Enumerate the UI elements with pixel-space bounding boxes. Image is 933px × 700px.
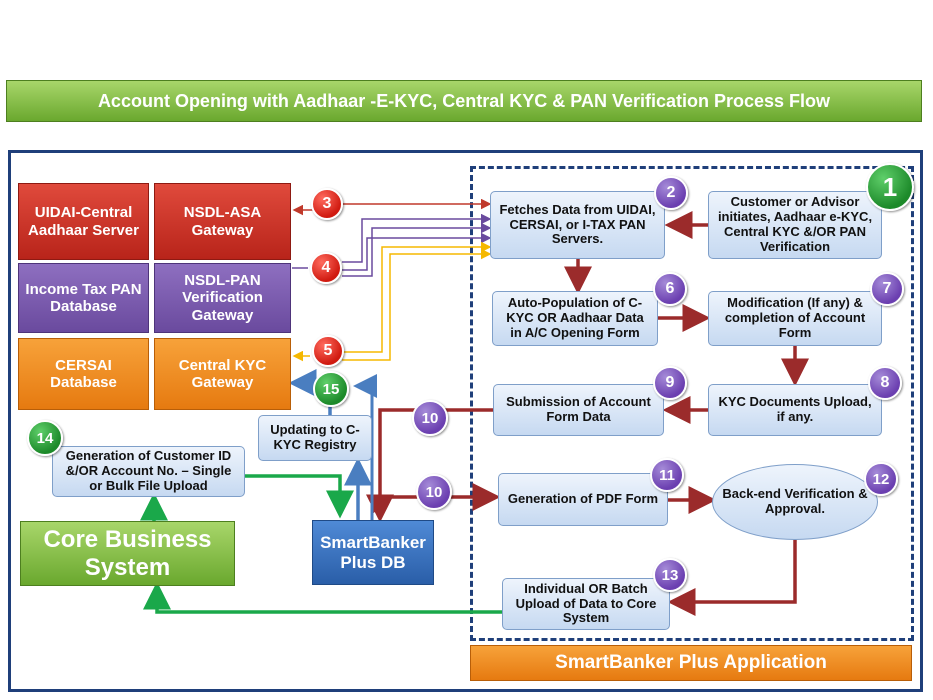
nsdl-asa-box: NSDL-ASA Gateway [154,183,291,260]
badge-step-13-number: 13 [661,566,679,584]
badge-step-7-number: 7 [882,280,892,297]
cersai-box: CERSAI Database [18,338,149,410]
badge-step-5: 5 [312,335,344,367]
badge-step-15-number: 15 [322,380,340,398]
badge-step-2: 2 [654,176,688,210]
badge-step-1-number: 1 [882,171,898,202]
badge-step-1: 1 [866,163,914,211]
arrow-db-to-pdf [370,483,501,514]
page-title: Account Opening with Aadhaar -E-KYC, Cen… [97,90,831,111]
badge-step-5-number: 5 [323,342,333,359]
arrow-db-up [353,374,377,520]
backend-label: Back-end Verification & Approval. [722,486,868,516]
submission-box: Submission of Account Form Data [493,384,664,436]
badge-step-4-number: 4 [321,259,331,276]
nsdl-pan-box: NSDL-PAN Verification Gateway [154,263,291,333]
badge-step-4: 4 [310,252,342,284]
core-system-box: Core Business System [20,521,235,586]
fetch-box: Fetches Data from UIDAI, CERSAI, or I-TA… [490,191,665,259]
badge-step-10b-number: 10 [425,483,443,501]
generation-label: Generation of Customer ID &/OR Account N… [65,448,232,493]
central-kyc-box: Central KYC Gateway [154,338,291,410]
updating-label: Updating to C-KYC Registry [270,422,360,452]
generation-box: Generation of Customer ID &/OR Account N… [52,446,245,497]
badge-step-6-number: 6 [665,280,675,297]
badge-step-2-number: 2 [666,184,676,201]
footer-label: SmartBanker Plus Application [555,652,827,674]
core-system-label: Core Business System [43,525,212,581]
nsdl-pan-label: NSDL-PAN Verification Gateway [182,272,263,324]
arrow-ckyc-b [342,248,492,361]
fetch-label: Fetches Data from UIDAI, CERSAI, or I-TA… [499,201,656,247]
uidai-server-box: UIDAI-Central Aadhaar Server [18,183,149,260]
arrow-pan-b [342,213,492,263]
arrow-pan-c [342,222,492,277]
badge-step-8-number: 8 [880,374,890,391]
badge-step-9-number: 9 [665,374,675,391]
smartbanker-db-box: SmartBanker Plus DB [312,520,434,585]
kyc-docs-label: KYC Documents Upload, if any. [718,394,872,424]
badge-step-10a: 10 [412,400,448,436]
autopop-box: Auto-Population of C-KYC OR Aadhaar Data… [492,291,658,346]
arrow-ckyc-a [342,241,492,353]
badge-step-12-number: 12 [872,470,890,488]
badge-step-8: 8 [868,366,902,400]
updating-box: Updating to C-KYC Registry [258,415,372,461]
title-bar: Account Opening with Aadhaar -E-KYC, Cen… [6,80,922,122]
pdf-box: Generation of PDF Form [498,473,668,526]
customer-label: Customer or Advisor initiates, Aadhaar e… [717,194,873,254]
individual-label: Individual OR Batch Upload of Data to Co… [515,580,657,626]
kyc-docs-box: KYC Documents Upload, if any. [708,384,882,436]
application-region [470,166,914,641]
badge-step-9: 9 [653,366,687,400]
income-tax-box: Income Tax PAN Database [18,263,149,333]
autopop-label: Auto-Population of C-KYC OR Aadhaar Data… [506,295,644,340]
badge-step-3-number: 3 [322,195,332,212]
badge-step-14: 14 [27,420,63,456]
arrow-generation-to-db [245,474,354,519]
nsdl-asa-label: NSDL-ASA Gateway [183,204,262,239]
footer-bar: SmartBanker Plus Application [470,645,912,681]
badge-step-11-number: 11 [659,466,675,484]
submission-label: Submission of Account Form Data [506,394,651,424]
badge-step-14-number: 14 [36,429,54,447]
arrow-upload-to-core [143,581,502,614]
badge-step-13: 13 [653,558,687,592]
pdf-label: Generation of PDF Form [507,491,659,507]
cersai-label: CERSAI Database [50,356,117,391]
arrow-submission-to-db [366,408,493,523]
modify-label: Modification (If any) & completion of Ac… [724,295,866,340]
arrow-backend-to-upload [667,540,797,616]
uidai-server-label: UIDAI-Central Aadhaar Server [28,204,139,239]
badge-step-12: 12 [864,462,898,496]
badge-step-3: 3 [311,188,343,220]
income-tax-label: Income Tax PAN Database [25,280,142,315]
arrow-pan-d [342,232,492,271]
central-kyc-label: Central KYC Gateway [178,356,267,391]
badge-step-7: 7 [870,272,904,306]
badge-step-11: 11 [650,458,684,492]
smartbanker-db-label: SmartBanker Plus DB [320,532,426,572]
badge-step-15: 15 [313,371,349,407]
badge-step-6: 6 [653,272,687,306]
modify-box: Modification (If any) & completion of Ac… [708,291,882,346]
badge-step-10b: 10 [416,474,452,510]
customer-box: Customer or Advisor initiates, Aadhaar e… [708,191,882,259]
individual-box: Individual OR Batch Upload of Data to Co… [502,578,670,630]
outer-frame [8,150,923,692]
badge-step-10a-number: 10 [421,409,439,427]
backend-ellipse: Back-end Verification & Approval. [712,464,878,540]
